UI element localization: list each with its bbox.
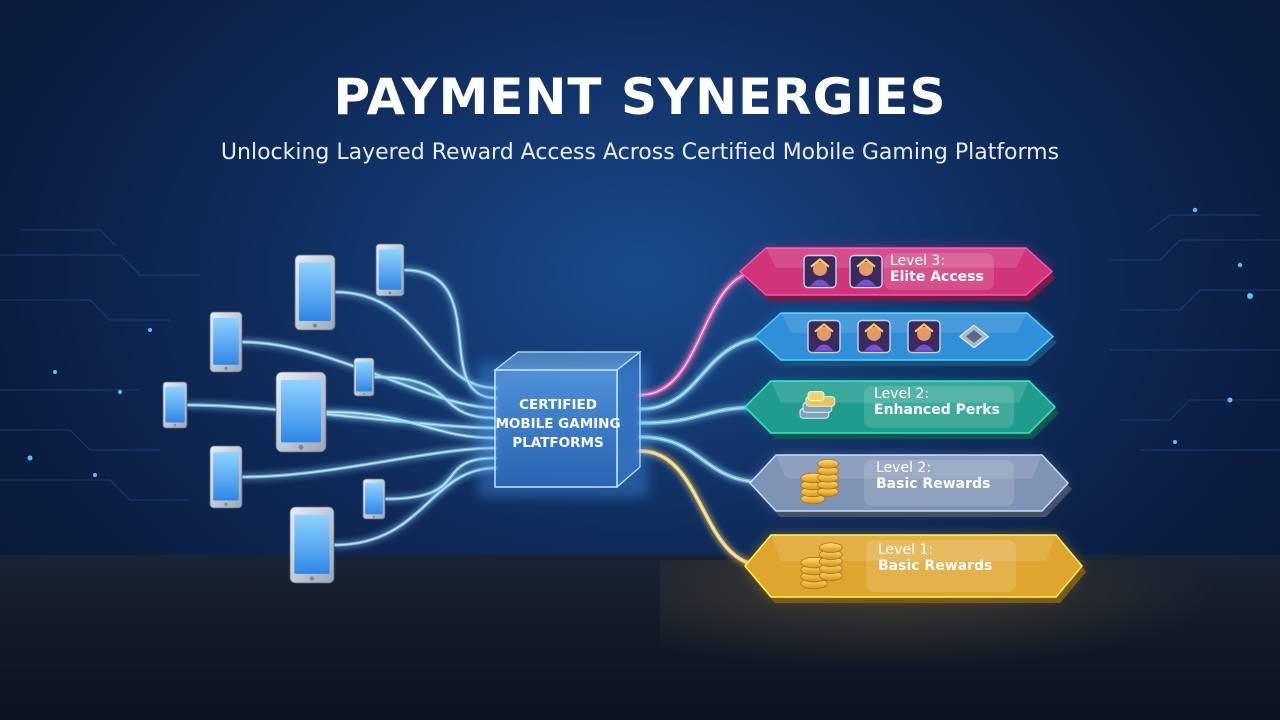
phone-icon bbox=[275, 371, 327, 453]
reward-tier-banner bbox=[748, 454, 1072, 517]
tier-name-text: Basic Rewards bbox=[876, 476, 991, 492]
phone-icon bbox=[362, 478, 386, 520]
circuit-nodes bbox=[27, 207, 1253, 477]
data-streams-left bbox=[185, 268, 498, 547]
phone-icon bbox=[209, 311, 243, 373]
hero-portrait-icon bbox=[907, 319, 941, 354]
phone-icon bbox=[294, 254, 336, 331]
circuit-lines-left bbox=[0, 229, 200, 501]
tier-level-text: Level 2: bbox=[874, 386, 930, 402]
tier-label-enhanced: Level 2: Enhanced Perks bbox=[874, 386, 1000, 418]
reward-tiers bbox=[738, 247, 1086, 603]
page-title: PAYMENT SYNERGIES bbox=[333, 68, 947, 126]
phone-icon bbox=[162, 381, 188, 429]
tier-label-level3: Level 3: Elite Access bbox=[890, 253, 984, 285]
phone-icon bbox=[375, 243, 405, 297]
tier-level-text: Level 2: bbox=[876, 460, 932, 476]
tier-level-text: Level 1: bbox=[878, 542, 934, 558]
mobile-devices bbox=[162, 243, 405, 584]
reward-tier-banner bbox=[744, 534, 1086, 603]
ticket-stack-icon bbox=[799, 391, 836, 419]
reward-tier-banner bbox=[738, 247, 1056, 301]
platform-hub-cube bbox=[478, 350, 648, 497]
tier-name-text: Enhanced Perks bbox=[874, 402, 1000, 418]
phone-icon bbox=[209, 445, 243, 509]
hero-portrait-icon bbox=[803, 254, 837, 289]
coin-stack-icon bbox=[800, 458, 839, 505]
hero-portrait-icon bbox=[857, 319, 891, 354]
hero-portrait-icon bbox=[807, 319, 841, 354]
phone-icon bbox=[353, 357, 375, 397]
tier-level-text: Level 3: bbox=[890, 253, 946, 269]
reward-tier-banner bbox=[743, 380, 1059, 439]
phone-icon bbox=[289, 506, 335, 584]
tier-label-basic1: Level 1: Basic Rewards bbox=[878, 542, 992, 574]
tier-name-text: Basic Rewards bbox=[878, 558, 993, 574]
hero-portrait-icon bbox=[849, 254, 883, 289]
page-subtitle: Unlocking Layered Reward Access Across C… bbox=[220, 140, 1060, 165]
coin-stack-icon bbox=[800, 542, 843, 590]
circuit-lines-right bbox=[1110, 214, 1280, 451]
hub-label: CERTIFIED MOBILE GAMING PLATFORMS bbox=[490, 396, 626, 453]
reward-tier-banner bbox=[753, 312, 1057, 366]
tier-name-text: Elite Access bbox=[890, 269, 984, 285]
hub-label-line1: CERTIFIED bbox=[519, 397, 597, 413]
hub-label-line2: MOBILE GAMING bbox=[495, 416, 621, 432]
item-chest-icon bbox=[958, 324, 990, 349]
hub-label-line3: PLATFORMS bbox=[512, 435, 604, 451]
tier-label-basic2: Level 2: Basic Rewards bbox=[876, 460, 990, 492]
